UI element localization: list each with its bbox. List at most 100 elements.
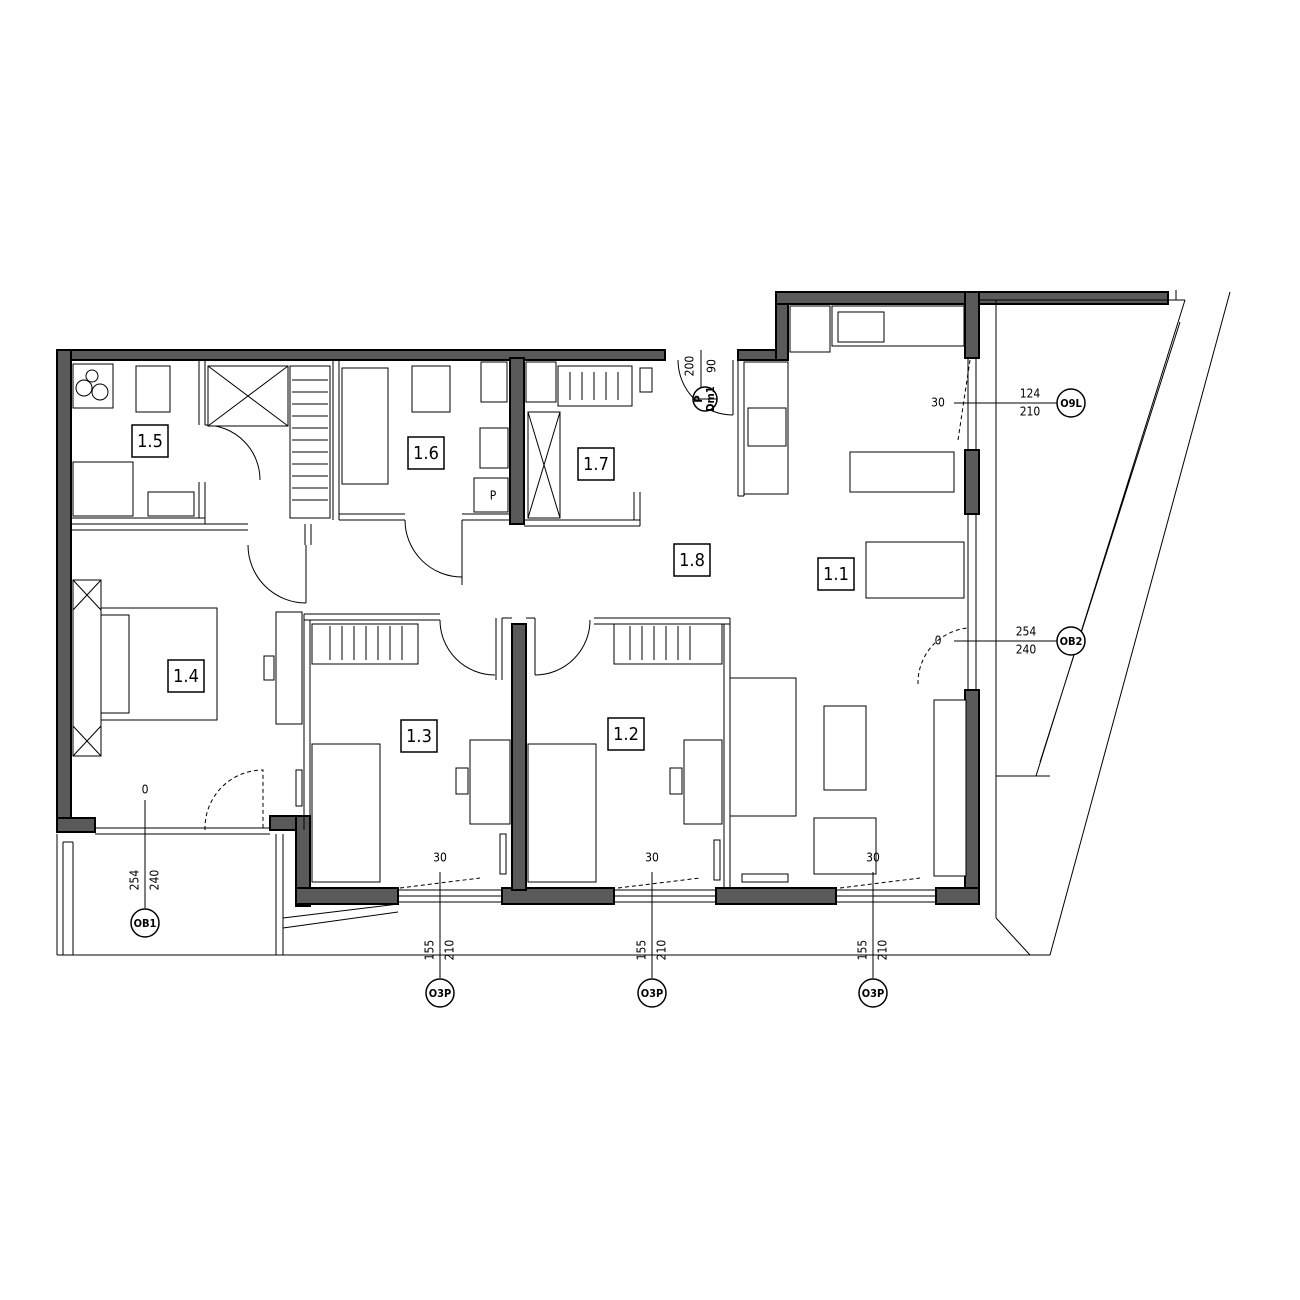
window-tag-o3p-2: 30 155 210 O3P xyxy=(635,851,669,1008)
window-ob1-swing xyxy=(204,769,264,831)
terrace-right-railing xyxy=(995,291,1231,956)
door-tag-width: 90 xyxy=(705,359,719,373)
window-tag-ob2: 0 254 240 OB2 xyxy=(935,625,1086,657)
door-tag-height: 200 xyxy=(683,356,697,377)
sink-1-5 xyxy=(147,491,195,517)
shower-1-5 xyxy=(72,461,134,517)
balcony-1-4-rail xyxy=(275,834,284,955)
room-label-1-7: 1.7 xyxy=(577,447,615,481)
o3p-1-sill: 30 xyxy=(433,851,447,865)
wall-1-7-bottom xyxy=(524,492,641,527)
wall-1-3-right-top xyxy=(495,617,512,680)
room-labels: 1.5 1.6 1.7 1.8 1.1 1.4 1.3 1.2 xyxy=(131,424,855,753)
door-1-2[interactable] xyxy=(534,618,591,676)
balcony-1-4 xyxy=(56,834,1050,956)
kitchen-island xyxy=(849,451,955,493)
boiler-1-6 xyxy=(480,361,508,403)
room-label-1-4: 1.4 xyxy=(167,659,205,693)
ob2-tag: OB2 xyxy=(1060,635,1083,648)
terrace-edge-left xyxy=(282,903,399,929)
window-o9l xyxy=(967,358,977,450)
shelves-1-7 xyxy=(557,365,633,407)
bed-1-3 xyxy=(311,743,381,883)
room-label-text-1-3: 1.3 xyxy=(406,726,432,747)
wall-bottom-e xyxy=(715,887,837,905)
walls xyxy=(56,291,1169,907)
window-o3p-swings xyxy=(399,877,921,889)
window-o3p-3 xyxy=(836,889,936,903)
sofa xyxy=(729,677,797,817)
ob2-width: 254 xyxy=(1016,625,1037,639)
windows xyxy=(95,358,977,903)
radiator-1-1 xyxy=(741,873,789,883)
toilet-1-5 xyxy=(135,365,171,413)
wall-left-bottom xyxy=(56,817,96,833)
bathtub-1-6 xyxy=(341,367,389,485)
chair-1-2 xyxy=(669,767,683,795)
wall-1-6-left xyxy=(332,360,405,521)
room-label-1-5: 1.5 xyxy=(131,424,169,458)
o3p-3-tag: O3P xyxy=(862,987,885,1000)
wardrobe-1-2 xyxy=(613,623,723,665)
armchair xyxy=(813,817,877,875)
furniture: P xyxy=(72,305,967,883)
room-label-1-2: 1.2 xyxy=(607,717,645,751)
room-label-text-1-5: 1.5 xyxy=(137,431,163,452)
ob1-sill: 0 xyxy=(142,783,149,797)
o3p-3-sill: 30 xyxy=(866,851,880,865)
room-label-1-3: 1.3 xyxy=(400,719,438,753)
washer-1-6 xyxy=(473,477,509,513)
desk-1-2 xyxy=(683,739,723,825)
tv-cabinet xyxy=(933,699,967,877)
window-ob2-swing xyxy=(917,627,969,685)
wall-bottom-c xyxy=(295,887,399,905)
door-tag-code: Dm1 xyxy=(704,386,717,412)
wall-1-3-top xyxy=(303,613,440,830)
chair-1-4 xyxy=(263,655,275,681)
wall-top-left xyxy=(56,349,666,361)
o3p-2-sill: 30 xyxy=(645,851,659,865)
bed-pillows-1-4 xyxy=(100,614,130,714)
wall-closet-post xyxy=(304,524,312,545)
o9l-width: 124 xyxy=(1020,387,1041,401)
door-1-6[interactable] xyxy=(404,519,463,578)
o3p-3-width: 155 xyxy=(856,940,870,961)
desk-1-4 xyxy=(275,611,303,725)
door-1-3[interactable] xyxy=(439,619,496,676)
room-label-text-1-4: 1.4 xyxy=(173,666,199,687)
window-ob1 xyxy=(95,827,270,835)
wardrobe-1-4 xyxy=(72,579,102,757)
room-label-text-1-1: 1.1 xyxy=(823,564,849,585)
boiler-kitchen xyxy=(789,305,831,353)
window-tag-o3p-3: 30 155 210 O3P xyxy=(856,851,890,1008)
wall-bottom-f xyxy=(935,887,980,905)
boiler-1-5 xyxy=(72,363,114,409)
wall-kitchen-left xyxy=(737,349,779,361)
vent-1-7 xyxy=(639,367,653,393)
balconies xyxy=(56,290,1231,956)
desk-1-3 xyxy=(469,739,511,825)
room-label-text-1-2: 1.2 xyxy=(613,724,639,745)
window-tag-o9l: 30 124 210 O9L xyxy=(931,387,1086,419)
window-o3p-2 xyxy=(614,889,716,903)
o3p-3-height: 210 xyxy=(876,940,890,961)
room-label-1-6: 1.6 xyxy=(407,436,445,470)
sink-1-6 xyxy=(479,427,509,469)
coffee-table xyxy=(823,705,867,791)
wall-left xyxy=(56,349,72,831)
door-1-5[interactable] xyxy=(204,424,261,481)
o3p-1-height: 210 xyxy=(443,940,457,961)
o9l-sill: 30 xyxy=(931,396,945,410)
door-1-4[interactable] xyxy=(247,544,307,604)
window-ob2 xyxy=(967,514,977,690)
wall-right-upper xyxy=(964,291,980,359)
door-tag-side: P xyxy=(692,395,705,402)
cooktop xyxy=(747,407,787,447)
room-label-text-1-7: 1.7 xyxy=(583,454,609,475)
room-label-text-1-8: 1.8 xyxy=(679,550,705,571)
radiator-1-2 xyxy=(713,839,721,881)
window-tag-o3p-1: 30 155 210 O3P xyxy=(423,851,457,1008)
room-label-1-1: 1.1 xyxy=(817,557,855,591)
wall-1-4-top xyxy=(71,523,248,531)
